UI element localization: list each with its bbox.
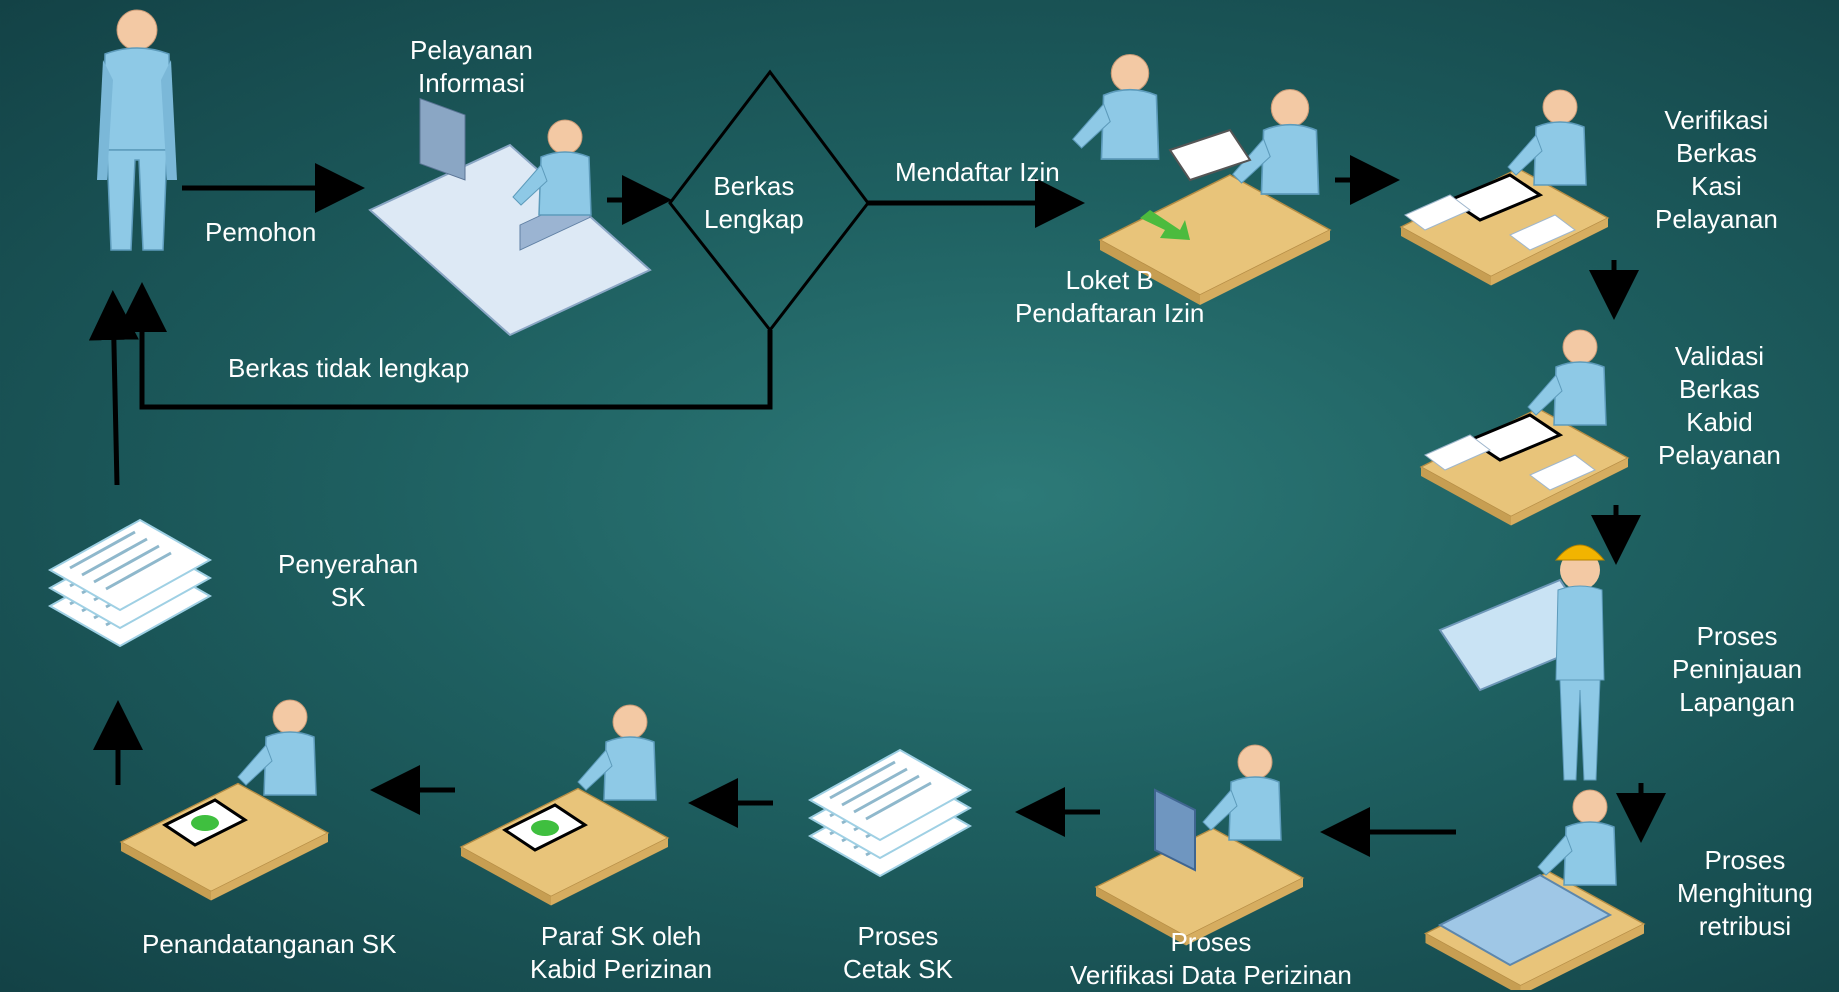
label-menghitung-retribusi-line3: retribusi	[1698, 911, 1792, 941]
loket-b-icon	[1071, 53, 1331, 306]
label-pelayanan-informasi-line1: Pelayanan	[410, 35, 533, 65]
pemohon-person-icon	[97, 9, 177, 251]
label-verifikasi-berkas-line2: Berkas	[1675, 138, 1757, 168]
arrow-tidak-lengkap-return	[117, 282, 773, 410]
label-verifikasi-berkas-line1: Verifikasi	[1664, 105, 1769, 135]
label-paraf-sk-line2: Kabid Perizinan	[530, 954, 713, 984]
label-berkas-lengkap: Berkas Lengkap	[704, 170, 804, 236]
label-menghitung-retribusi-line1: Proses	[1704, 845, 1786, 875]
label-loket-b: Loket B Pendaftaran Izin	[1015, 264, 1204, 330]
verifikasi-data-icon	[1095, 744, 1304, 947]
label-loket-b-line1: Loket B	[1065, 265, 1154, 295]
label-paraf-sk-line1: Paraf SK oleh	[540, 921, 702, 951]
penandatanganan-sk-icon	[120, 699, 329, 902]
label-pelayanan-informasi: Pelayanan Informasi	[410, 34, 533, 100]
flow-arrows	[88, 155, 1666, 857]
label-pelayanan-informasi-line2: Informasi	[417, 68, 525, 98]
label-cetak-sk-line2: Cetak SK	[843, 954, 953, 984]
menghitung-retribusi-icon	[1424, 789, 1645, 990]
label-loket-b-line2: Pendaftaran Izin	[1015, 298, 1205, 328]
paraf-sk-icon	[460, 704, 669, 907]
label-penyerahan-sk-line1: Penyerahan	[278, 549, 419, 579]
label-verifikasi-berkas-line4: Pelayanan	[1655, 204, 1778, 234]
label-verifikasi-berkas-line3: Kasi	[1691, 171, 1742, 201]
label-menghitung-retribusi: Proses Menghitung retribusi	[1677, 844, 1813, 943]
label-peninjauan-lapangan-line1: Proses	[1696, 621, 1778, 651]
label-peninjauan-lapangan-line3: Lapangan	[1679, 687, 1795, 717]
label-berkas-lengkap-line2: Lengkap	[704, 204, 804, 234]
label-validasi-berkas-line2: Berkas	[1678, 374, 1760, 404]
label-verifikasi-data-line1: Proses	[1170, 927, 1252, 957]
validasi-berkas-icon	[1420, 329, 1629, 527]
label-validasi-berkas-line1: Validasi	[1674, 341, 1764, 371]
label-validasi-berkas: Validasi Berkas Kabid Pelayanan	[1658, 340, 1781, 472]
verifikasi-berkas-icon	[1400, 89, 1609, 287]
label-penyerahan-sk-line2: SK	[330, 582, 366, 612]
label-verifikasi-data: Proses Verifikasi Data Perizinan	[1070, 926, 1352, 992]
label-penyerahan-sk: Penyerahan SK	[278, 548, 418, 614]
arrow-penyerahan-to-pemohon	[88, 290, 139, 486]
peninjauan-lapangan-icon	[1438, 544, 1606, 781]
label-pemohon: Pemohon	[205, 217, 317, 247]
label-berkas-lengkap-line1: Berkas	[713, 171, 795, 201]
pelayanan-informasi-icon	[368, 97, 652, 337]
label-cetak-sk-line1: Proses	[857, 921, 939, 951]
label-menghitung-retribusi-line2: Menghitung	[1677, 878, 1813, 908]
cetak-sk-document-icon	[810, 750, 970, 876]
label-berkas-tidak-lengkap: Berkas tidak lengkap	[228, 353, 470, 383]
label-validasi-berkas-line3: Kabid	[1686, 407, 1753, 437]
label-verifikasi-data-line2: Verifikasi Data Perizinan	[1070, 960, 1352, 990]
label-paraf-sk: Paraf SK oleh Kabid Perizinan	[530, 920, 712, 986]
label-validasi-berkas-line4: Pelayanan	[1658, 440, 1781, 470]
label-mendaftar-izin: Mendaftar Izin	[895, 157, 1060, 187]
label-cetak-sk: Proses Cetak SK	[843, 920, 953, 986]
label-verifikasi-berkas: Verifikasi Berkas Kasi Pelayanan	[1655, 104, 1778, 236]
label-peninjauan-lapangan-line2: Peninjauan	[1672, 654, 1803, 684]
penyerahan-sk-document-icon	[50, 520, 210, 646]
label-peninjauan-lapangan: Proses Peninjauan Lapangan	[1672, 620, 1802, 719]
label-penandatanganan-sk: Penandatanganan SK	[142, 929, 397, 959]
